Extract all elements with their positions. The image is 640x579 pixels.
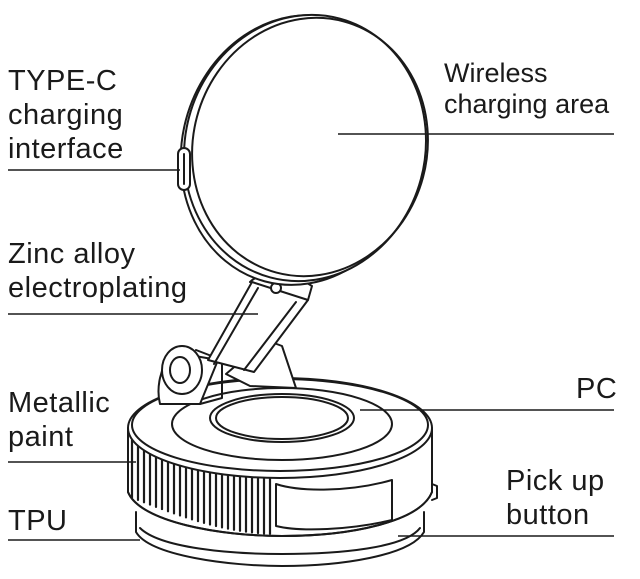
label-line: paint [8,421,74,453]
pick-up-button [275,479,393,531]
label-wireless-charging-area: Wireless charging area [444,58,609,120]
label-tpu: TPU [8,504,68,538]
label-line: TPU [8,505,68,537]
label-pc: PC [576,372,617,406]
label-line: PC [576,373,618,405]
charging-head [177,13,429,286]
label-line: charging area [444,89,610,119]
label-line: interface [8,133,124,165]
label-line: button [506,499,590,531]
label-type-c-charging-interface: TYPE-C charging interface [8,64,124,166]
label-line: charging [8,99,124,131]
zinc-alloy-arm [207,273,313,373]
label-line: Metallic [8,387,111,419]
pc-pad [209,393,355,443]
label-line: TYPE-C [8,65,118,97]
label-metallic-paint: Metallic paint [8,386,110,454]
label-line: Pick up [506,465,605,497]
label-zinc-alloy-electroplating: Zinc alloy electroplating [8,237,188,305]
label-line: Wireless [444,58,548,88]
label-pick-up-button: Pick up button [506,464,605,532]
label-line: electroplating [8,272,188,304]
label-line: Zinc alloy [8,238,136,270]
